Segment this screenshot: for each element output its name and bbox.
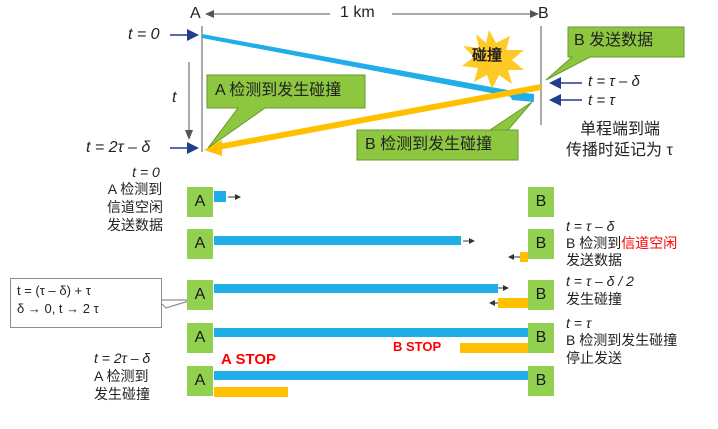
row4-station-a: A bbox=[187, 323, 213, 353]
row3-station-a: A bbox=[187, 280, 213, 310]
row4-b-signal bbox=[460, 343, 528, 353]
row5-station-b: B bbox=[528, 366, 554, 396]
row1-time: t = 0 bbox=[132, 164, 160, 180]
b-signal-wave bbox=[218, 84, 541, 150]
row2-time: t = τ – δ bbox=[566, 218, 615, 234]
a-signal-wave bbox=[202, 34, 513, 97]
b-signal-arrowhead bbox=[204, 140, 222, 156]
row1-desc-line1: A 检测到 bbox=[107, 181, 163, 197]
callout-b-detect: B 检测到发生碰撞 bbox=[365, 136, 493, 153]
row3-station-b: B bbox=[528, 280, 554, 310]
row2-desc-line1-a: B 检测到 bbox=[566, 235, 622, 251]
tb1-label: t = τ – δ bbox=[588, 73, 640, 90]
tb2-label: t = τ bbox=[588, 92, 615, 109]
row2-a-signal bbox=[214, 236, 461, 245]
propagation-note-line1: 单程端到端 bbox=[580, 121, 661, 138]
row4-station-b: B bbox=[528, 323, 554, 353]
row4-desc-line1: B 检测到发生碰撞 bbox=[566, 332, 678, 348]
row5-station-a: A bbox=[187, 366, 213, 396]
distance-label: 1 km bbox=[340, 4, 375, 21]
t0-label: t = 0 bbox=[128, 26, 160, 43]
callout-b-send: B 发送数据 bbox=[574, 32, 654, 49]
formula-callout: t = (τ – δ) + τ δ → 0, t → 2 τ bbox=[10, 278, 162, 328]
row1-desc-line3: 发送数据 bbox=[107, 217, 163, 233]
collision-burst-shape bbox=[462, 30, 524, 89]
a-stop-label: A STOP bbox=[221, 351, 277, 368]
row2-desc-line2: 发送数据 bbox=[566, 252, 622, 268]
formula-callout-tail bbox=[156, 299, 193, 309]
formula-line2: δ → 0, t → 2 τ bbox=[17, 301, 99, 316]
propagation-note-line2: 传播时延记为 τ bbox=[566, 142, 673, 159]
label-a-top: A bbox=[190, 5, 201, 22]
row1-station-a: A bbox=[187, 187, 213, 217]
callout-b-send-shape bbox=[545, 26, 685, 81]
collision-burst-label: 碰撞 bbox=[472, 47, 503, 64]
row5-time: t = 2τ – δ bbox=[94, 350, 151, 366]
row1-a-signal bbox=[214, 191, 226, 202]
row4-a-signal bbox=[214, 328, 528, 337]
row5-b-signal bbox=[214, 387, 288, 397]
row5-desc-line1: A 检测到 bbox=[94, 368, 149, 384]
callout-a-detect: A 检测到发生碰撞 bbox=[215, 82, 342, 99]
row3-a-signal bbox=[214, 284, 498, 293]
row2-station-a: A bbox=[187, 229, 213, 259]
b-stop-label: B STOP bbox=[393, 339, 442, 354]
row3-time: t = τ – δ / 2 bbox=[566, 273, 634, 289]
callout-a-detect-shape bbox=[206, 74, 366, 149]
row2-b-signal bbox=[520, 252, 528, 262]
callout-b-detect-shape bbox=[356, 101, 533, 161]
row1-station-b: B bbox=[528, 187, 554, 217]
row2-desc-line1: B 检测到信道空闲 bbox=[566, 235, 677, 251]
label-b-top: B bbox=[538, 5, 549, 22]
row4-desc-line2: 停止发送 bbox=[566, 350, 622, 366]
row5-desc-line2: 发生碰撞 bbox=[94, 386, 150, 402]
row3-b-signal bbox=[498, 298, 528, 308]
t-axis-label: t bbox=[172, 89, 177, 106]
formula-line1: t = (τ – δ) + τ bbox=[17, 283, 91, 298]
row2-station-b: B bbox=[528, 229, 554, 259]
row3-desc-line1: 发生碰撞 bbox=[566, 291, 622, 307]
row1-desc-line2: 信道空闲 bbox=[107, 199, 163, 215]
row2-channel-idle-highlight: 信道空闲 bbox=[621, 235, 678, 251]
t-end-label: t = 2τ – δ bbox=[86, 139, 151, 156]
row5-a-signal bbox=[214, 371, 528, 380]
row4-time: t = τ bbox=[566, 315, 592, 331]
